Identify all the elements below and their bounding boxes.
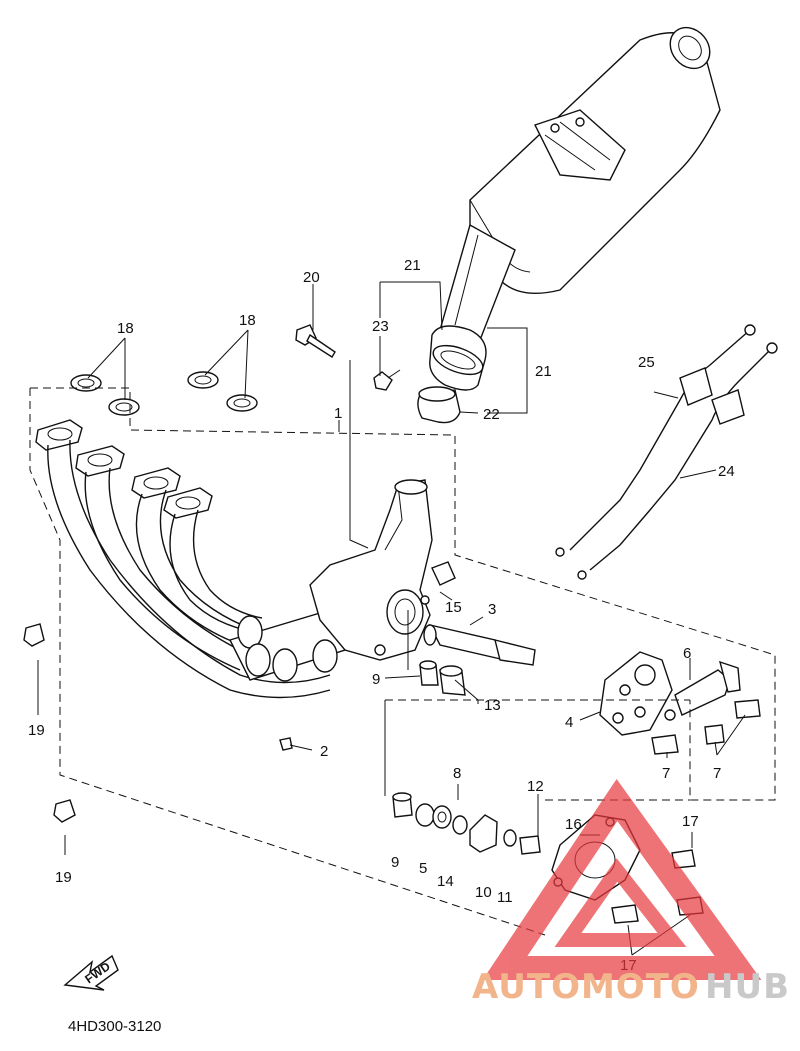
callout-16: 16 [565, 816, 582, 833]
bolt-20 [295, 324, 336, 358]
callout-20: 20 [303, 269, 320, 286]
watermark-text-hub: HUB [705, 967, 790, 1007]
watermark-triangle [482, 778, 762, 980]
callout-15: 15 [445, 599, 462, 616]
nuts [23, 623, 293, 823]
callout-25: 25 [638, 354, 655, 371]
watermark-text-automoto: AUTOMOTO [472, 967, 700, 1007]
callout-21a: 21 [404, 257, 421, 274]
callout-24: 24 [718, 463, 735, 480]
callout-14: 14 [437, 873, 454, 890]
shaft-spacers [419, 623, 536, 696]
leader-lines [37, 281, 746, 956]
callout-10: 10 [475, 884, 492, 901]
part-code: 4HD300-3120 [68, 1018, 161, 1035]
callout-23: 23 [372, 318, 389, 335]
callout-2: 2 [320, 743, 328, 760]
throttle-cables [555, 324, 778, 580]
callouts: 1 2 3 4 5 6 7 7 8 9 9 10 11 12 13 14 15 … [28, 257, 735, 974]
callout-17a: 17 [682, 813, 699, 830]
callout-19a: 19 [28, 722, 45, 739]
callout-18a: 18 [117, 320, 134, 337]
watermark: AUTOMOTO HUB [472, 778, 790, 1007]
callout-5: 5 [419, 860, 427, 877]
callout-9a: 9 [372, 671, 380, 688]
callout-11: 11 [497, 889, 513, 906]
callout-6: 6 [683, 645, 691, 662]
callout-1: 1 [334, 405, 342, 422]
callout-21b: 21 [535, 363, 552, 380]
bracket-assembly [599, 651, 761, 755]
gaskets [70, 371, 258, 416]
callout-22: 22 [483, 406, 500, 423]
callout-7a: 7 [662, 765, 670, 782]
callout-8: 8 [453, 765, 461, 782]
callout-12: 12 [527, 778, 544, 795]
callout-7b: 7 [713, 765, 721, 782]
callout-18b: 18 [239, 312, 256, 329]
callout-3: 3 [488, 601, 496, 618]
callout-13: 13 [484, 697, 501, 714]
callout-9b: 9 [391, 854, 399, 871]
header-pipes [35, 419, 456, 699]
callout-19b: 19 [55, 869, 72, 886]
servo-small-parts [392, 792, 541, 855]
muffler [373, 26, 721, 424]
forward-arrow: FWD [63, 954, 119, 991]
callout-4: 4 [565, 714, 573, 731]
